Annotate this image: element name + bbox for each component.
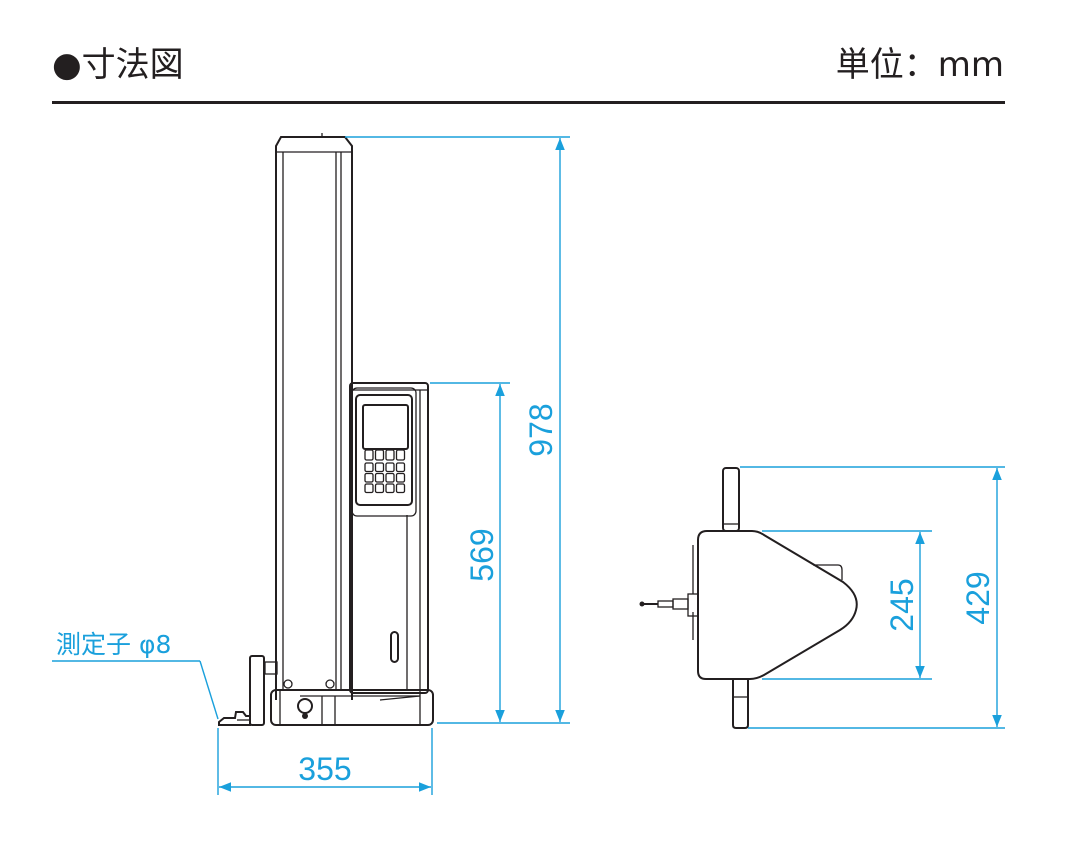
bottom-handle (732, 678, 749, 729)
slot (390, 631, 399, 663)
keypad (364, 449, 406, 494)
top-handle (722, 467, 740, 532)
keypad-panel (355, 394, 413, 506)
display-unit (349, 382, 429, 694)
function-key (364, 449, 374, 461)
probe-callout: 測定子 φ8 (52, 630, 219, 720)
side-view (639, 467, 858, 729)
dim-978-label: 978 (523, 403, 559, 456)
header-divider (52, 101, 1005, 104)
lcd-screen (362, 404, 409, 450)
numeric-key (364, 472, 374, 483)
numeric-key (385, 462, 395, 473)
numeric-key (374, 483, 385, 494)
function-key (374, 449, 385, 461)
front-view (218, 133, 434, 726)
dim-978: 978 (345, 136, 570, 724)
dim-355: 355 (217, 728, 433, 795)
probe-holder (218, 655, 278, 726)
numeric-key (364, 483, 374, 494)
head-body (697, 530, 858, 680)
numeric-key (395, 483, 406, 494)
numeric-key (374, 472, 385, 483)
numeric-key (364, 462, 374, 473)
numeric-key (385, 472, 395, 483)
dim-569: 569 (430, 382, 510, 722)
page-title: ●寸法図 (52, 45, 184, 85)
numeric-key (395, 462, 406, 473)
dim-245: 245 (762, 530, 932, 680)
function-key (395, 449, 406, 461)
dim-245-label: 245 (884, 578, 920, 631)
knob (297, 698, 313, 714)
probe-label: 測定子 φ8 (56, 630, 171, 659)
numeric-key (395, 472, 406, 483)
dim-569-label: 569 (464, 528, 500, 581)
unit-label: 単位：mm (835, 45, 1004, 85)
base (270, 679, 434, 726)
dim-429: 429 (740, 466, 1005, 729)
dim-429-label: 429 (960, 571, 996, 624)
numeric-key (385, 483, 395, 494)
column (275, 133, 353, 700)
function-key (385, 449, 395, 461)
numeric-key (374, 462, 385, 473)
dim-355-label: 355 (298, 751, 351, 787)
